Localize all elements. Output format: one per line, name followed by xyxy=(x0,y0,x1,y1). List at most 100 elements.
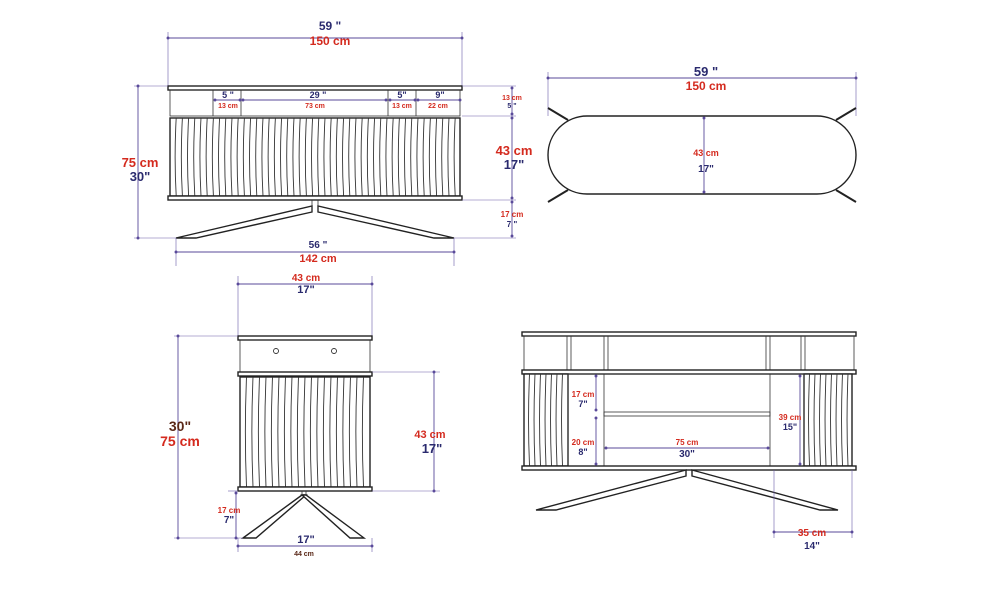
side-leg-height-in: 7" xyxy=(224,515,235,526)
side-leg-height-cm: 17 cm xyxy=(218,506,241,515)
back-left-leg xyxy=(535,469,687,511)
front-right-cell-cm: 13 cm xyxy=(392,103,412,110)
side-height-in: 30" xyxy=(169,418,191,434)
front-top-gap-in: 5 " xyxy=(507,103,516,110)
front-open-shelf xyxy=(169,89,461,117)
side-view: 43 cm 17" 30" 75 cm 43 cm 17" 17 cm 7" xyxy=(160,273,446,558)
back-left-flute-4 xyxy=(550,373,552,467)
front-base-width-cm: 142 cm xyxy=(299,253,337,265)
back-inner-width-in: 30" xyxy=(679,449,695,460)
side-flute-8 xyxy=(296,376,299,488)
top-depth-in: 17" xyxy=(698,164,714,175)
back-left-flute-1 xyxy=(533,373,536,467)
front-flute-32 xyxy=(373,117,376,197)
back-top-slab xyxy=(521,331,857,337)
front-flute-31 xyxy=(366,117,369,197)
back-bottom-slab xyxy=(521,465,857,471)
back-left-panel xyxy=(523,373,569,467)
side-flute-0 xyxy=(244,376,247,488)
back-left-flute-5 xyxy=(555,373,558,467)
side-top-slab xyxy=(237,335,373,341)
front-end-cell-cm: 22 cm xyxy=(428,103,448,110)
back-leg-depth-cm: 35 cm xyxy=(798,528,826,539)
front-height-in: 30" xyxy=(130,169,151,184)
front-flute-1 xyxy=(180,117,183,197)
front-flute-26 xyxy=(335,117,338,197)
side-flute-11 xyxy=(316,376,319,488)
front-flute-10 xyxy=(236,117,239,197)
side-height-cm: 75 cm xyxy=(160,433,200,449)
side-drawer xyxy=(239,339,371,373)
side-flute-4 xyxy=(270,376,273,488)
front-flute-13 xyxy=(255,117,258,197)
back-flutes xyxy=(528,373,849,467)
side-knob-left xyxy=(273,348,279,354)
front-flute-44 xyxy=(447,117,450,197)
front-flute-39 xyxy=(416,117,419,197)
front-flute-17 xyxy=(280,117,283,197)
side-flute-15 xyxy=(342,376,345,488)
front-flute-21 xyxy=(304,117,307,197)
front-width-in-label: 59 " xyxy=(319,19,341,33)
front-view: 59 " 150 cm 5 " 13 cm 29 " 73 cm 5" 13 c… xyxy=(122,19,532,266)
front-center-cell-cm: 73 cm xyxy=(305,103,325,110)
front-flute-3 xyxy=(193,117,196,197)
back-side-height-cm: 39 cm xyxy=(779,413,802,422)
side-mid-slab xyxy=(237,371,373,377)
front-flute-16 xyxy=(273,117,276,197)
side-flute-9 xyxy=(303,376,306,488)
top-oval-surface xyxy=(547,115,857,195)
front-flute-6 xyxy=(211,117,214,197)
front-flute-22 xyxy=(311,117,314,197)
front-flute-9 xyxy=(230,117,233,197)
side-bottom-slab xyxy=(237,486,373,492)
front-flute-4 xyxy=(199,117,202,197)
front-flute-23 xyxy=(317,117,320,197)
back-right-panel xyxy=(803,373,853,467)
back-upper-gap-cm: 17 cm xyxy=(572,390,595,399)
top-view: 59 " 150 cm 43 cm 17" xyxy=(546,64,858,203)
back-right-flute-1 xyxy=(813,373,816,467)
front-left-leg xyxy=(175,205,313,239)
side-base-width-cm: 44 cm xyxy=(294,551,314,558)
side-flute-7 xyxy=(290,376,293,488)
front-flute-28 xyxy=(348,117,351,197)
front-flute-45 xyxy=(453,117,456,197)
front-flute-43 xyxy=(441,117,444,197)
front-right-cell-in: 5" xyxy=(397,90,406,100)
front-flute-27 xyxy=(342,117,345,197)
side-flute-18 xyxy=(361,376,364,488)
front-flute-35 xyxy=(391,117,394,197)
front-flute-8 xyxy=(224,117,227,197)
front-flute-37 xyxy=(404,117,407,197)
side-flute-5 xyxy=(277,376,280,488)
front-flutes xyxy=(174,117,456,197)
back-leg-depth-in: 14" xyxy=(804,541,820,552)
front-flute-36 xyxy=(397,117,400,197)
front-flute-24 xyxy=(323,117,326,197)
front-width-cm-label: 150 cm xyxy=(310,34,351,48)
side-top-width-cm: 43 cm xyxy=(292,273,320,284)
front-flute-29 xyxy=(354,117,357,197)
top-depth-cm: 43 cm xyxy=(693,148,719,158)
back-left-flute-6 xyxy=(561,373,563,467)
side-right-leg xyxy=(300,494,367,539)
top-width-cm: 150 cm xyxy=(686,79,727,93)
back-shelf-gap-cm: 20 cm xyxy=(572,438,595,447)
side-flutes xyxy=(244,376,364,488)
front-flute-2 xyxy=(187,117,190,197)
side-top-width-in: 17" xyxy=(297,284,314,296)
back-view: 17 cm 7" 20 cm 8" 75 cm 30" 39 cm 15" 35… xyxy=(521,331,857,552)
front-leg-height-cm: 17 cm xyxy=(501,210,524,219)
side-flute-6 xyxy=(283,376,286,488)
side-flute-10 xyxy=(309,376,312,488)
front-flute-0 xyxy=(174,117,177,197)
side-flute-16 xyxy=(348,376,351,488)
front-flute-25 xyxy=(329,117,332,197)
back-right-leg xyxy=(691,469,839,511)
side-body-height-in: 17" xyxy=(422,441,443,456)
side-flute-17 xyxy=(355,376,358,488)
back-side-height-in: 15" xyxy=(783,422,797,432)
front-flute-34 xyxy=(385,117,388,197)
